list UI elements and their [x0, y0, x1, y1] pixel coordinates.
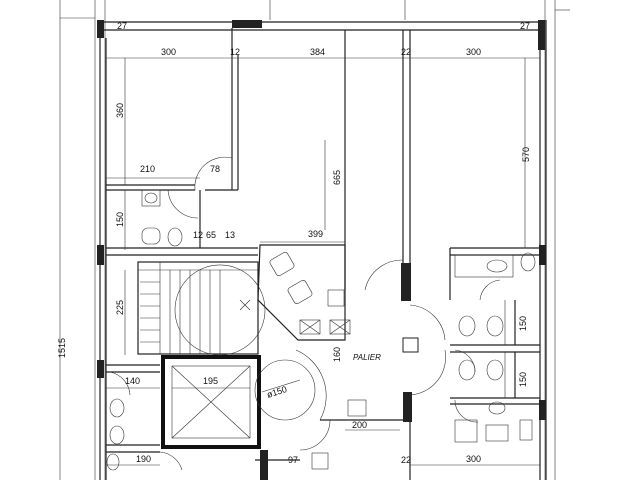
dim-width-195: 195 [203, 376, 218, 386]
label-palier: PALIER [353, 353, 381, 362]
interior-walls [106, 28, 540, 480]
landing-turning-circle [254, 349, 327, 421]
dim-room-width-left: 300 [161, 47, 176, 57]
door-swings [109, 156, 501, 471]
dim-width-399: 399 [308, 229, 323, 239]
exterior-walls [97, 20, 547, 480]
dim-top-27-left: 27 [117, 21, 127, 31]
sanitary-fixtures [106, 189, 536, 471]
dim-height-225: 225 [115, 300, 125, 315]
duct-block [257, 244, 351, 341]
dim-height-150-right-lower: 150 [518, 372, 528, 387]
dim-wall-12: 12 [230, 47, 240, 57]
dim-width-13: 13 [225, 230, 235, 240]
dim-top-27-right: 27 [520, 21, 530, 31]
dim-room-width-right: 300 [466, 47, 481, 57]
elevator-shaft [161, 355, 261, 449]
dim-total-1515: 1515 [57, 338, 67, 358]
dim-width-65: 65 [206, 230, 216, 240]
dim-width-97: 97 [288, 455, 298, 465]
dim-height-160: 160 [332, 347, 342, 362]
dim-height-570: 570 [521, 147, 531, 162]
dim-height-150-left: 150 [115, 212, 125, 227]
dim-height-665: 665 [332, 170, 342, 185]
staircase [137, 261, 266, 356]
dim-wall-22-bottom: 22 [401, 455, 411, 465]
dim-wall-22-top: 22 [401, 47, 411, 57]
dim-width-140: 140 [125, 376, 140, 386]
dimension-lines [106, 57, 540, 466]
dim-width-200: 200 [352, 420, 367, 430]
dimension-labels: 27 27 300 12 384 22 300 360 665 570 210 … [57, 21, 531, 465]
dim-width-210: 210 [140, 164, 155, 174]
dim-width-78: 78 [210, 164, 220, 174]
dim-room-width-bottom-right: 300 [466, 454, 481, 464]
dim-height-150-right-upper: 150 [518, 316, 528, 331]
dim-diameter-150: ø150 [266, 384, 289, 400]
outer-frame [59, 0, 570, 480]
dim-width-12: 12 [193, 230, 203, 240]
dim-room-width-center: 384 [310, 47, 325, 57]
dim-height-360: 360 [115, 103, 125, 118]
dim-width-190: 190 [136, 454, 151, 464]
